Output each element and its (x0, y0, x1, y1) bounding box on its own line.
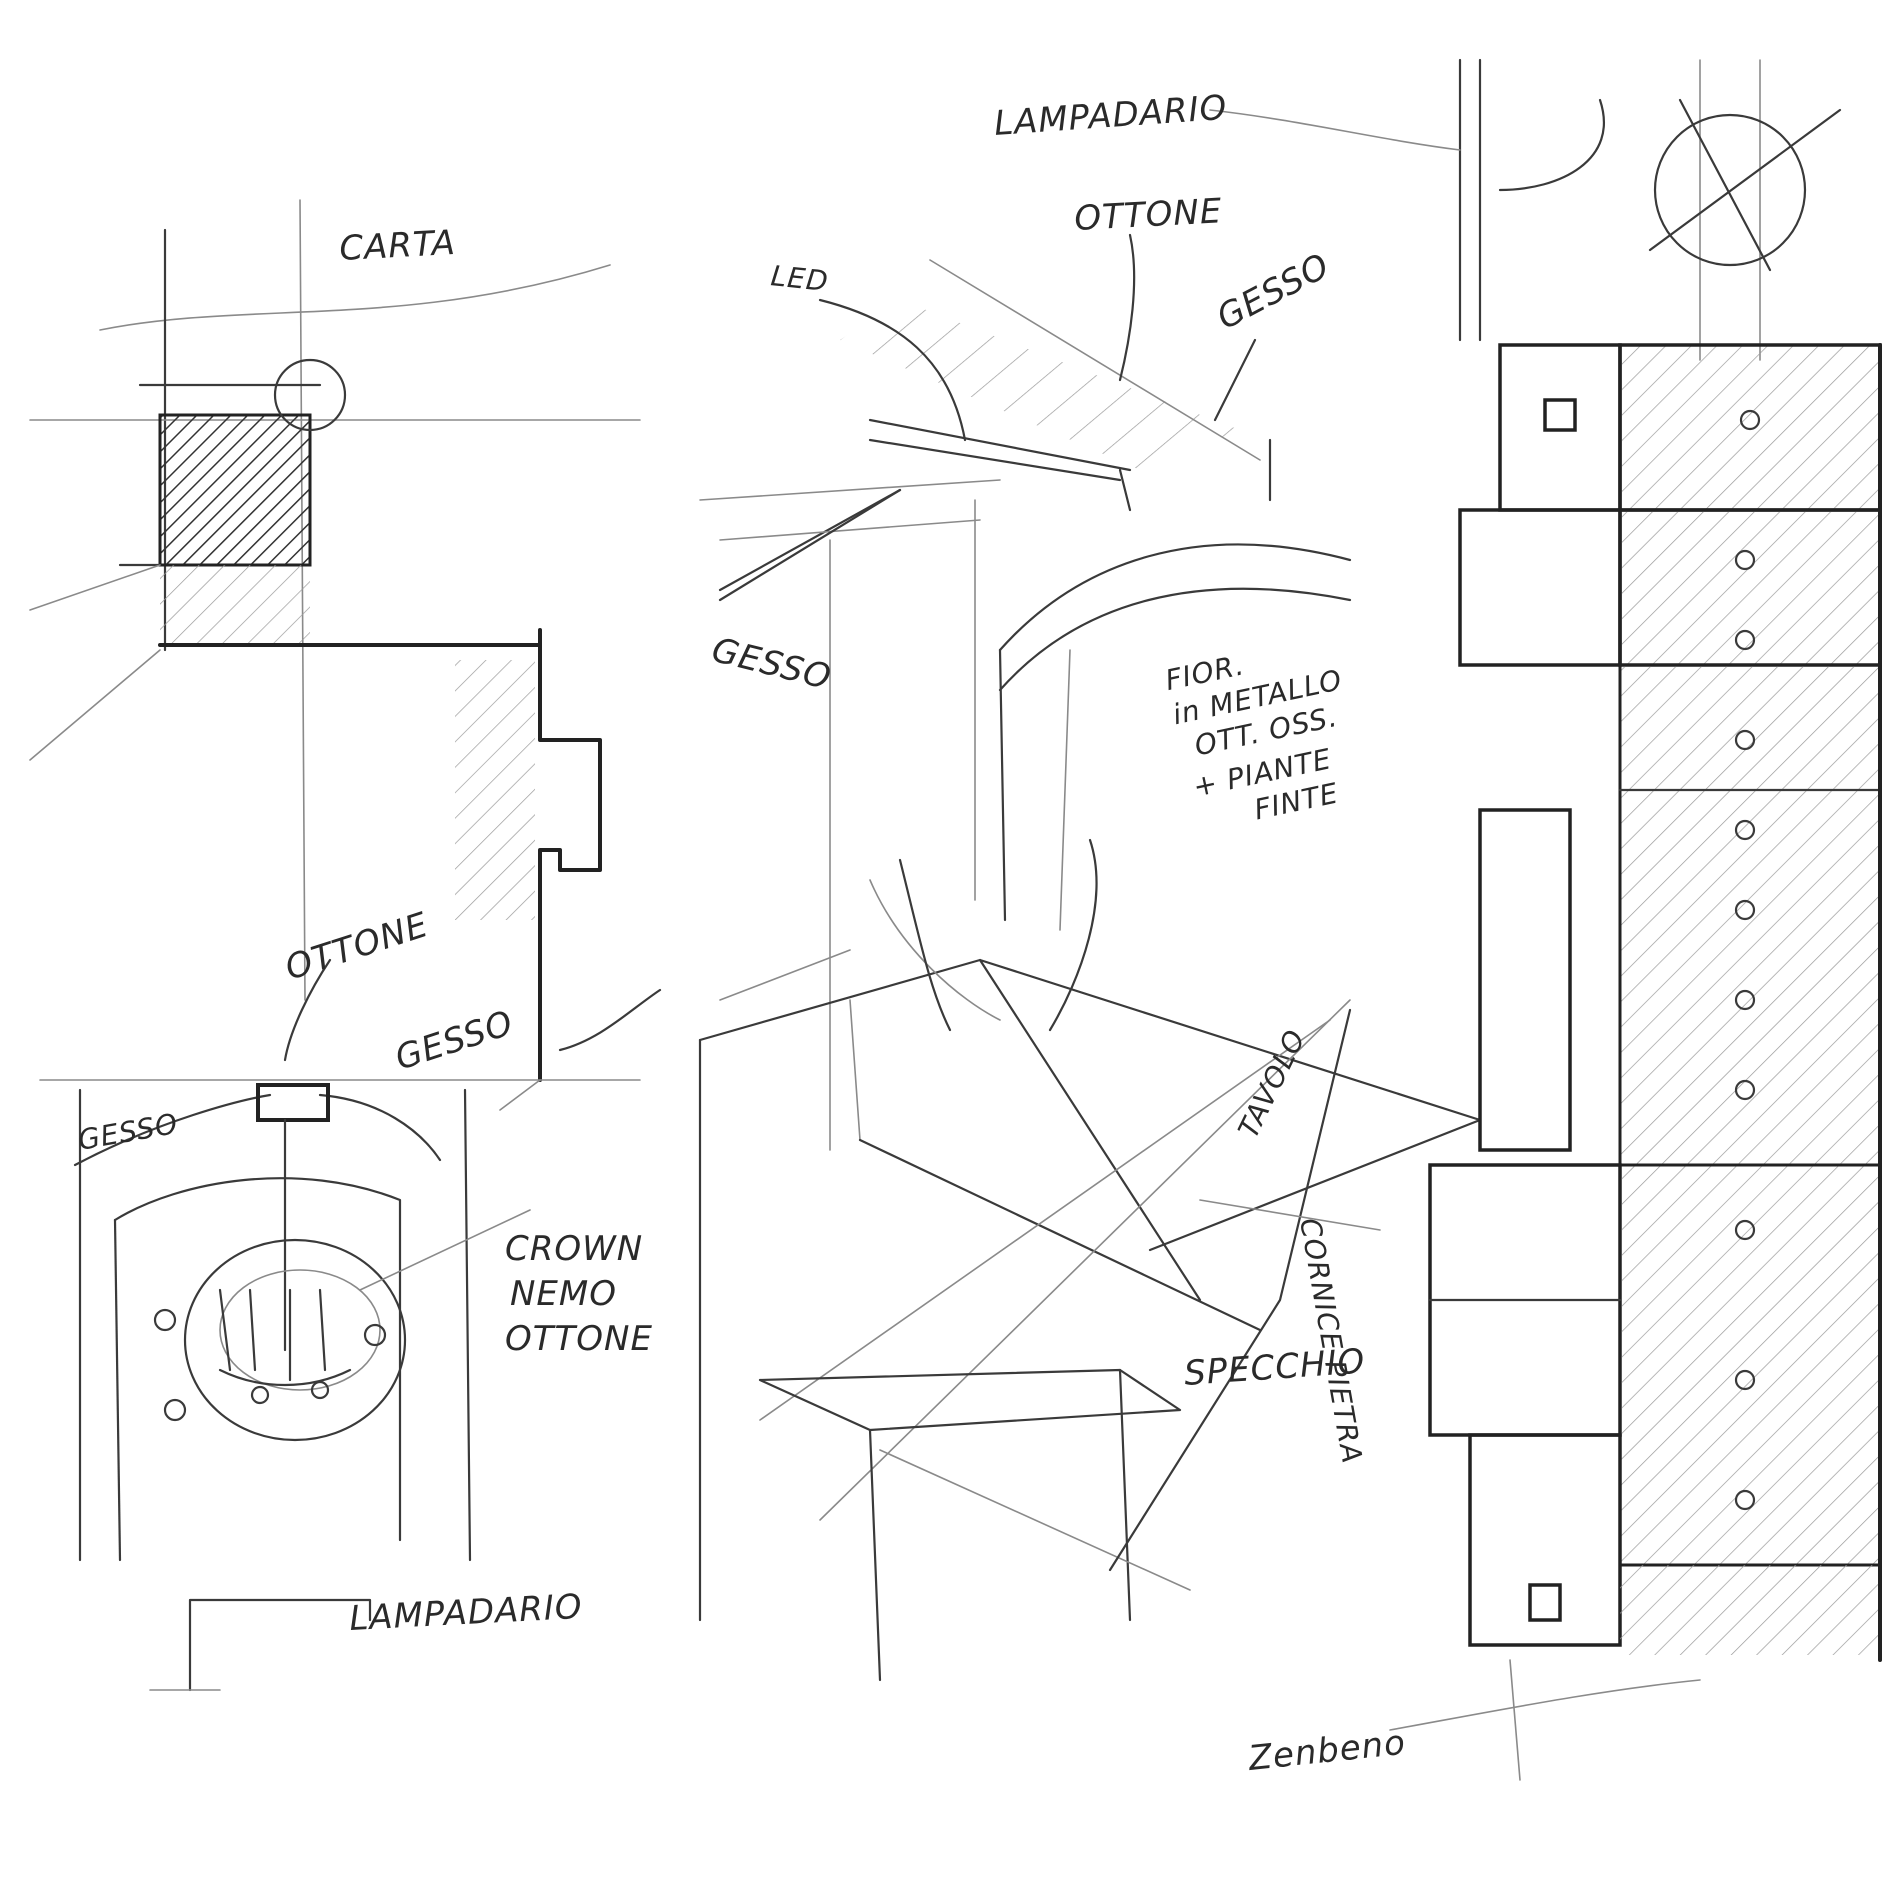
room-perspective (698, 259, 1482, 1682)
label-gesso-mid: GESSO (390, 1003, 518, 1079)
crown-note-line: OTTONE (505, 1319, 653, 1359)
crown-note-line: NEMO (510, 1274, 617, 1314)
label-led: LED (769, 259, 830, 298)
floor-plan-strip (1428, 58, 1882, 1781)
ceiling-section (39, 1079, 641, 1692)
label-gesso-left: GESSO (708, 630, 836, 698)
label-gesso-ceiling: GESSO (1210, 246, 1336, 338)
leader-lines (283, 109, 1701, 1731)
label-gesso-small: GESSO (75, 1107, 180, 1157)
wall-panel-detail (29, 199, 641, 1001)
signature: Zenbeno (1246, 1723, 1408, 1779)
label-tavolo: TAVOLO (1232, 1024, 1313, 1143)
label-lampadario-bottom: LAMPADARIO (348, 1587, 583, 1639)
fiori-note: FIOR. in METALLO OTT. OSS. + PIANTE FINT… (1163, 648, 1346, 826)
moulding-profile (455, 628, 662, 1111)
plan-lights (1734, 409, 1761, 1511)
crown-note-line: CROWN (505, 1229, 643, 1269)
crown-note: CROWN NEMO OTTONE (505, 1229, 653, 1359)
annotations: CARTA LAMPADARIO OTTONE LED GESSO GESSO … (75, 88, 1407, 1779)
label-lampadario-top: LAMPADARIO (993, 88, 1229, 144)
chandelier-crown (153, 1238, 407, 1442)
label-ottone-top: OTTONE (1073, 191, 1223, 239)
label-carta: CARTA (338, 223, 456, 269)
label-ottone-mid: OTTONE (280, 905, 433, 989)
